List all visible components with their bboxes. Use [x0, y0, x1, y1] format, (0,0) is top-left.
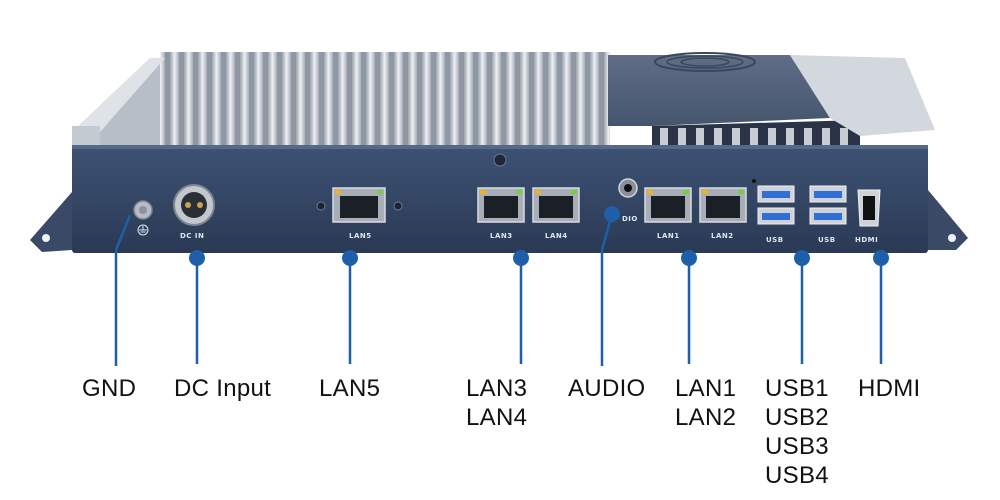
dc-in-panel-label: DC IN — [180, 232, 204, 240]
callout-line: LAN2 — [675, 404, 737, 431]
heatsink — [72, 52, 610, 148]
lan5-port: LAN5 — [316, 187, 403, 240]
callout-line: LAN3 — [466, 375, 528, 402]
usb-ports-right: USB — [809, 185, 847, 244]
hdmi-port: HDMI — [855, 189, 881, 244]
callout-lan34: LAN3 LAN4 — [466, 374, 527, 432]
leader-dc-input — [189, 250, 205, 364]
hdmi-panel-label: HDMI — [855, 236, 878, 244]
callout-audio: AUDIO — [568, 374, 646, 403]
leader-lines — [114, 206, 889, 366]
gnd-terminal — [133, 200, 153, 236]
callout-line: USB1 — [765, 375, 829, 402]
audio-panel-label: DIO — [622, 215, 638, 223]
audio-jack: DIO — [618, 178, 638, 223]
callout-lan5: LAN5 — [319, 374, 380, 403]
callout-line: GND — [82, 375, 137, 402]
usb-right-panel-label: USB — [818, 236, 836, 244]
lan5-panel-label: LAN5 — [349, 232, 372, 240]
lan4-port: LAN4 — [532, 187, 580, 240]
usb-ports-left: USB — [757, 185, 795, 244]
lan1-port: LAN1 — [644, 187, 692, 240]
callout-usb: USB1 USB2 USB3 USB4 — [765, 374, 829, 490]
leader-hdmi — [873, 250, 889, 364]
callout-line: DC Input — [174, 375, 272, 402]
usb-left-panel-label: USB — [766, 236, 784, 244]
callout-line: USB3 — [765, 433, 829, 460]
callout-line: LAN4 — [466, 404, 528, 431]
ground-symbol-icon — [137, 224, 149, 236]
leader-lan5 — [342, 250, 358, 364]
leader-usb — [794, 250, 810, 364]
leader-gnd — [114, 214, 132, 366]
device-illustration: DC IN LAN5 LAN3 LAN4 DIO LAN1 — [30, 52, 968, 366]
dc-in-connector: DC IN — [173, 184, 215, 240]
lan1-panel-label: LAN1 — [657, 232, 680, 240]
callout-line: LAN1 — [675, 375, 737, 402]
callout-line: AUDIO — [568, 375, 646, 402]
leader-audio — [600, 206, 620, 366]
top-cover-plate — [608, 52, 935, 150]
callout-gnd: GND — [82, 374, 136, 403]
mounting-flanges — [30, 190, 968, 252]
callout-lan12: LAN1 LAN2 — [675, 374, 736, 432]
callout-dc-input: DC Input — [174, 374, 271, 403]
lan4-panel-label: LAN4 — [545, 232, 568, 240]
callout-line: LAN5 — [319, 375, 381, 402]
lan3-panel-label: LAN3 — [490, 232, 513, 240]
lan2-panel-label: LAN2 — [711, 232, 734, 240]
callout-line: USB4 — [765, 462, 829, 489]
callout-hdmi: HDMI — [858, 374, 921, 403]
lan3-port: LAN3 — [477, 187, 525, 240]
lan2-port: LAN2 — [699, 187, 747, 240]
leader-lan34 — [513, 250, 529, 364]
callout-line: USB2 — [765, 404, 829, 431]
leader-lan12 — [681, 250, 697, 364]
callout-line: HDMI — [858, 375, 921, 402]
